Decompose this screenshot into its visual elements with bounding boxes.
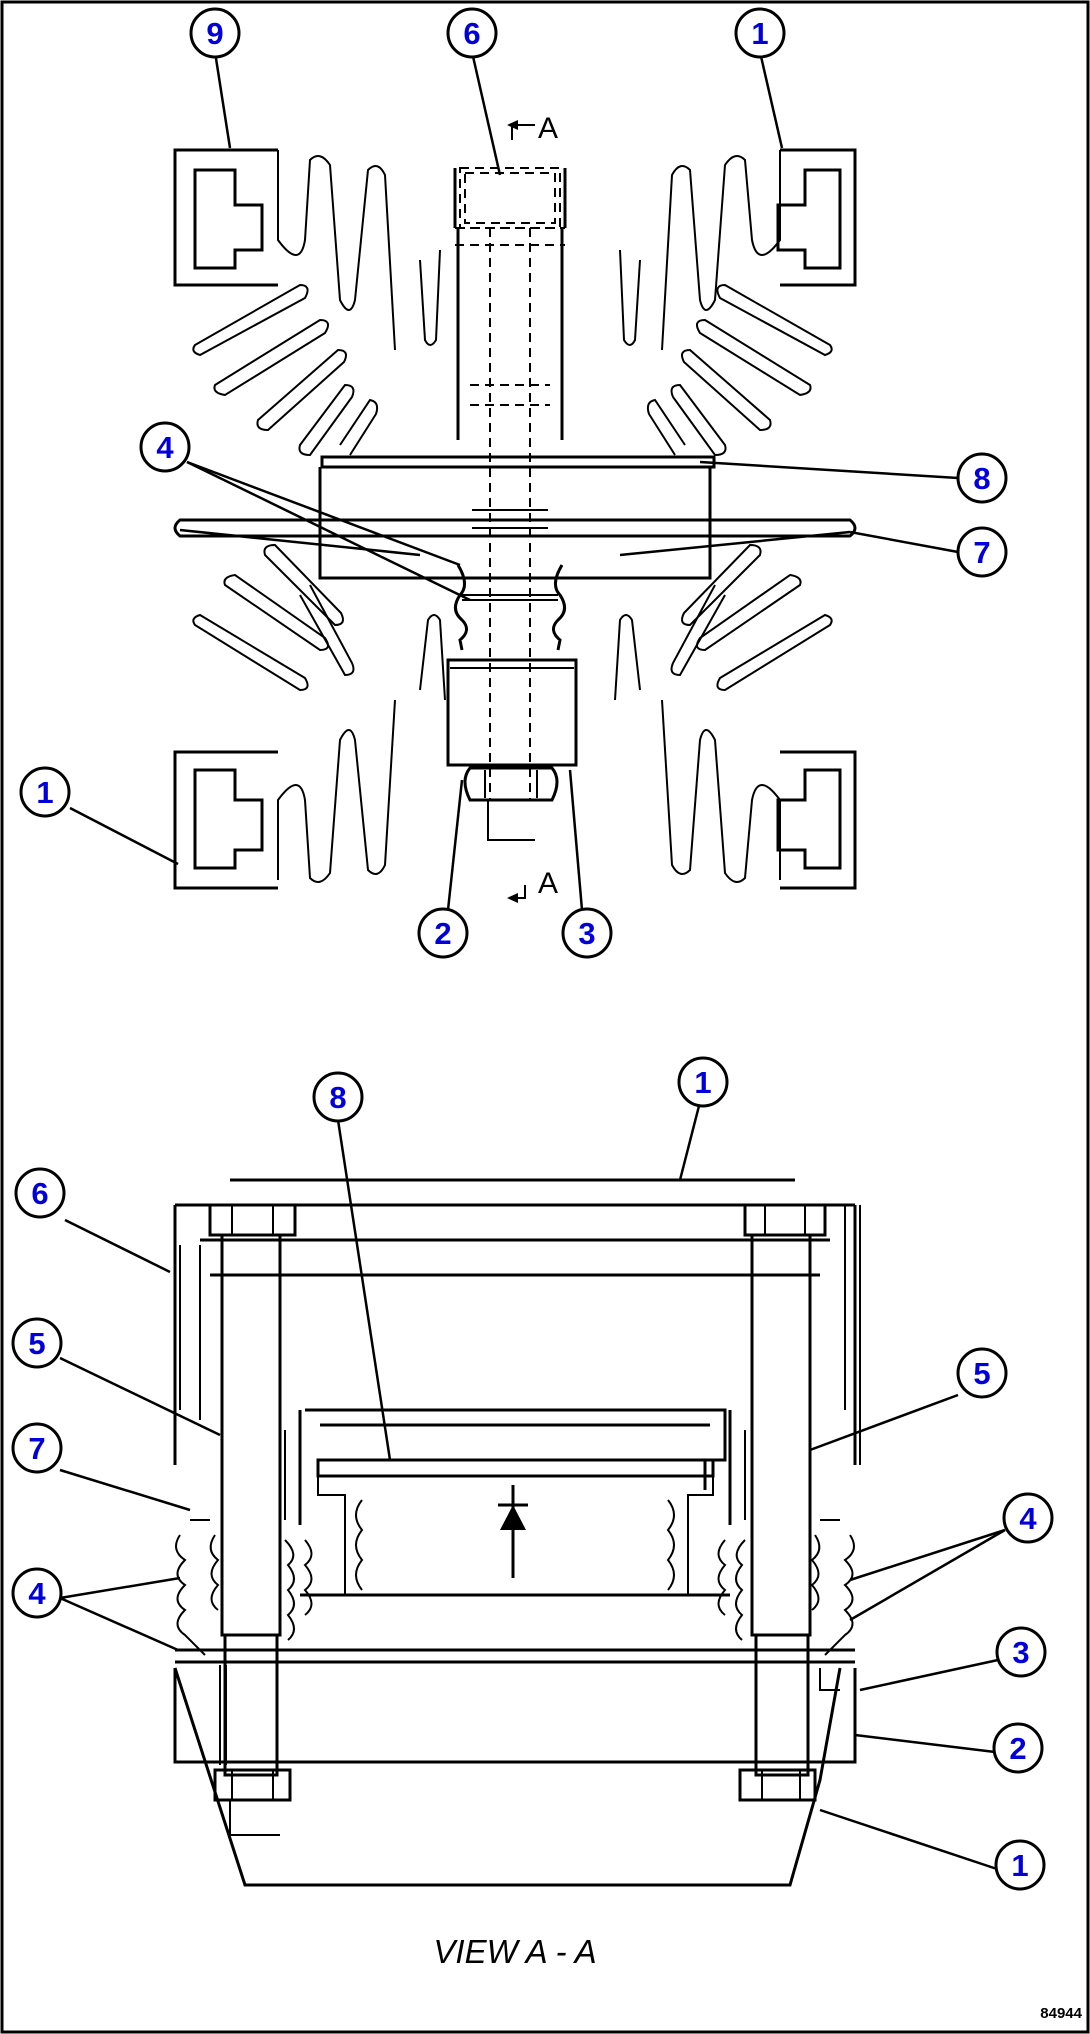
fins-lower-left-diagonal (192, 543, 355, 692)
svg-text:4: 4 (1019, 1501, 1037, 1536)
section-view: VIEW A - A 1 8 6 5 5 7 4 4 3 (11, 1056, 1054, 1970)
top-view-leaders (69, 51, 959, 911)
section-view-leaders (59, 1101, 1006, 1872)
fins-upper-left (277, 150, 441, 351)
bracket-top-right (776, 148, 857, 287)
svg-text:4: 4 (156, 430, 174, 465)
fins-upper-left-diagonal (192, 283, 379, 457)
fins-upper-right (619, 150, 781, 351)
callout-balloon: 9 (189, 7, 241, 59)
bracket-bottom-right (776, 750, 857, 890)
central-stud (173, 167, 857, 841)
svg-text:2: 2 (1009, 1731, 1026, 1766)
svg-text:5: 5 (28, 1326, 45, 1361)
bracket-top-left (173, 148, 278, 287)
callout-balloon: 5 (11, 1317, 63, 1369)
svg-text:1: 1 (36, 775, 53, 810)
bracket-bottom-left (173, 750, 278, 890)
top-view: A A 9 6 1 4 8 7 (19, 7, 1008, 959)
svg-text:8: 8 (329, 1080, 346, 1115)
section-bottom-plate (173, 1667, 842, 1887)
callout-balloon: 1 (734, 7, 786, 59)
svg-text:6: 6 (31, 1176, 48, 1211)
fins-upper-right-diagonal (646, 283, 833, 457)
callout-balloon: 1 (19, 766, 71, 818)
section-mark-top: A (507, 112, 558, 145)
callout-balloon: 4 (139, 421, 191, 473)
right-bolt (738, 1203, 827, 1802)
callout-balloon: 2 (417, 907, 469, 959)
callout-balloon: 5 (956, 1347, 1008, 1399)
svg-text:2: 2 (434, 916, 451, 951)
svg-text:1: 1 (694, 1065, 711, 1100)
callout-balloon: 7 (956, 526, 1008, 578)
fins-lower-right (614, 614, 781, 883)
svg-text:3: 3 (1012, 1635, 1029, 1670)
belleville-washers-right (717, 1519, 855, 1656)
diode-symbol (498, 1485, 528, 1578)
plate-7 (173, 518, 857, 538)
callout-balloon: 4 (1002, 1492, 1054, 1544)
callout-balloon: 4 (11, 1567, 63, 1619)
section-view-callouts: 1 8 6 5 5 7 4 4 3 2 1 (11, 1056, 1054, 1891)
left-bolt (208, 1203, 297, 1802)
section-title: VIEW A - A (433, 1933, 596, 1970)
callout-balloon: 1 (994, 1839, 1046, 1891)
svg-text:9: 9 (206, 16, 223, 51)
section-plate-8 (316, 1458, 715, 1478)
svg-text:7: 7 (28, 1431, 45, 1466)
svg-text:3: 3 (578, 916, 595, 951)
callout-balloon: 6 (446, 7, 498, 59)
belleville-washers-left (175, 1519, 313, 1656)
callout-balloon: 3 (995, 1626, 1047, 1678)
svg-text:4: 4 (28, 1576, 46, 1611)
plate-8 (320, 455, 716, 469)
fins-lower-left (277, 614, 446, 883)
fins-lower-right-diagonal (670, 543, 833, 692)
section-mark-label: A (538, 112, 558, 145)
figure-code: 84944 (1040, 2005, 1082, 2022)
callout-balloon: 7 (11, 1422, 63, 1474)
svg-text:1: 1 (751, 16, 768, 51)
svg-text:1: 1 (1011, 1848, 1028, 1883)
section-mark-bottom: A (507, 867, 558, 903)
svg-text:7: 7 (973, 535, 990, 570)
callout-balloon: 8 (956, 452, 1008, 504)
top-view-callouts: 9 6 1 4 8 7 1 2 3 (19, 7, 1008, 959)
callout-balloon: 3 (561, 907, 613, 959)
section-mark-label: A (538, 867, 558, 900)
svg-text:5: 5 (973, 1356, 990, 1391)
svg-text:6: 6 (463, 16, 480, 51)
callout-balloon: 6 (14, 1167, 66, 1219)
svg-text:8: 8 (973, 461, 990, 496)
callout-balloon: 8 (312, 1071, 364, 1123)
callout-balloon: 2 (992, 1722, 1044, 1774)
callout-balloon: 1 (677, 1056, 729, 1108)
